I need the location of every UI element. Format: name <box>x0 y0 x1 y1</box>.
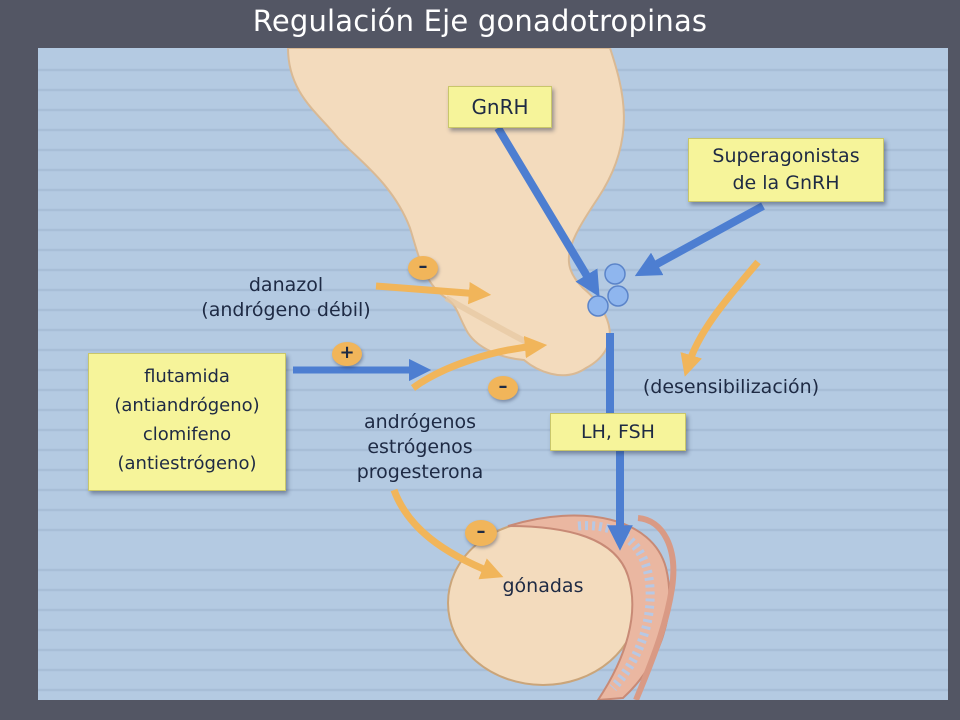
hormone-granule <box>607 285 629 307</box>
diagram-drawing <box>38 48 948 700</box>
superagonistas-box: Superagonistas de la GnRH <box>688 138 884 202</box>
antagonists-box: flutamida (antiandrógeno) clomifeno (ant… <box>88 353 286 491</box>
danazol-arrow <box>375 281 492 305</box>
superagonist-arrow <box>634 202 765 277</box>
diagram-figure: GnRH Superagonistas de la GnRH flutamida… <box>38 48 948 700</box>
gnrh-box: GnRH <box>448 86 552 128</box>
hormone-granule <box>587 295 609 317</box>
feedback-minus-sign: – <box>488 376 518 400</box>
danazol-minus-sign: – <box>408 256 438 280</box>
hypothalamus-pituitary-shape <box>286 48 625 377</box>
desensitization-arrow <box>680 259 761 377</box>
hormone-granule <box>604 263 626 285</box>
gnrh-arrow <box>494 125 600 297</box>
hormones-label: andrógenos estrógenos progesterona <box>356 411 484 483</box>
slide-title: Regulación Eje gonadotropinas <box>252 4 708 38</box>
plus-sign: + <box>332 342 362 366</box>
desensibilizacion-label: (desensibilización) <box>642 376 820 398</box>
danazol-label: danazol (andrógeno débil) <box>201 274 371 321</box>
gonad-feedback-arrow <box>390 488 504 580</box>
gonadas-label: gónadas <box>502 575 584 597</box>
lh-fsh-box: LH, FSH <box>550 413 686 451</box>
feedback-arrow <box>410 335 548 391</box>
gonad-minus-sign: – <box>465 520 497 546</box>
